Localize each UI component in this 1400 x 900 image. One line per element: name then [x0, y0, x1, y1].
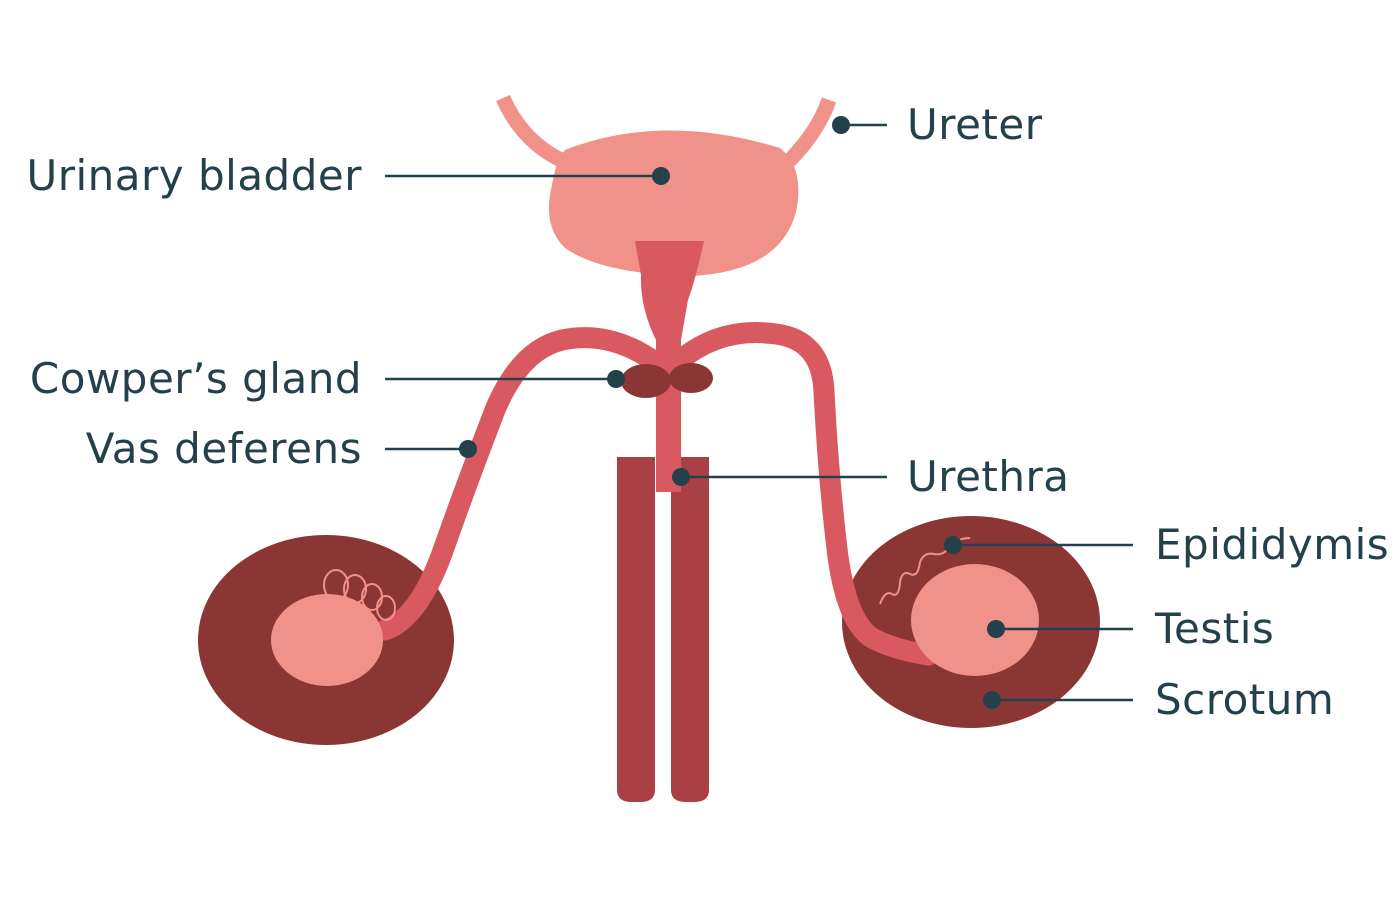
penis-shaft-right — [671, 457, 709, 802]
marker-scrotum — [983, 691, 1001, 709]
ureter-right — [782, 97, 837, 168]
label-vas-deferens: Vas deferens — [86, 424, 362, 473]
label-testis: Testis — [1154, 604, 1274, 653]
epididymis-left — [323, 569, 396, 621]
cowpers-gland-left — [621, 364, 671, 398]
label-scrotum: Scrotum — [1155, 675, 1334, 724]
label-urethra: Urethra — [907, 452, 1070, 501]
vas-deferens-left — [374, 327, 666, 641]
marker-epididymis — [944, 536, 962, 554]
cowpers-gland-right — [669, 363, 713, 393]
marker-urethra — [672, 468, 690, 486]
penis-shaft-left — [617, 457, 655, 802]
label-cowpers-gland: Cowper’s gland — [30, 354, 362, 403]
testis-left — [271, 594, 383, 686]
label-epididymis: Epididymis — [1155, 520, 1389, 569]
urinary-bladder — [548, 130, 799, 276]
marker-urinary-bladder — [652, 167, 670, 185]
marker-testis — [987, 620, 1005, 638]
label-ureter: Ureter — [907, 100, 1043, 149]
marker-ureter — [832, 116, 850, 134]
testis-right — [911, 564, 1039, 676]
label-urinary-bladder: Urinary bladder — [26, 151, 362, 200]
vas-deferens-right — [667, 322, 939, 666]
marker-vas-deferens — [459, 440, 477, 458]
marker-cowpers-gland — [607, 370, 625, 388]
